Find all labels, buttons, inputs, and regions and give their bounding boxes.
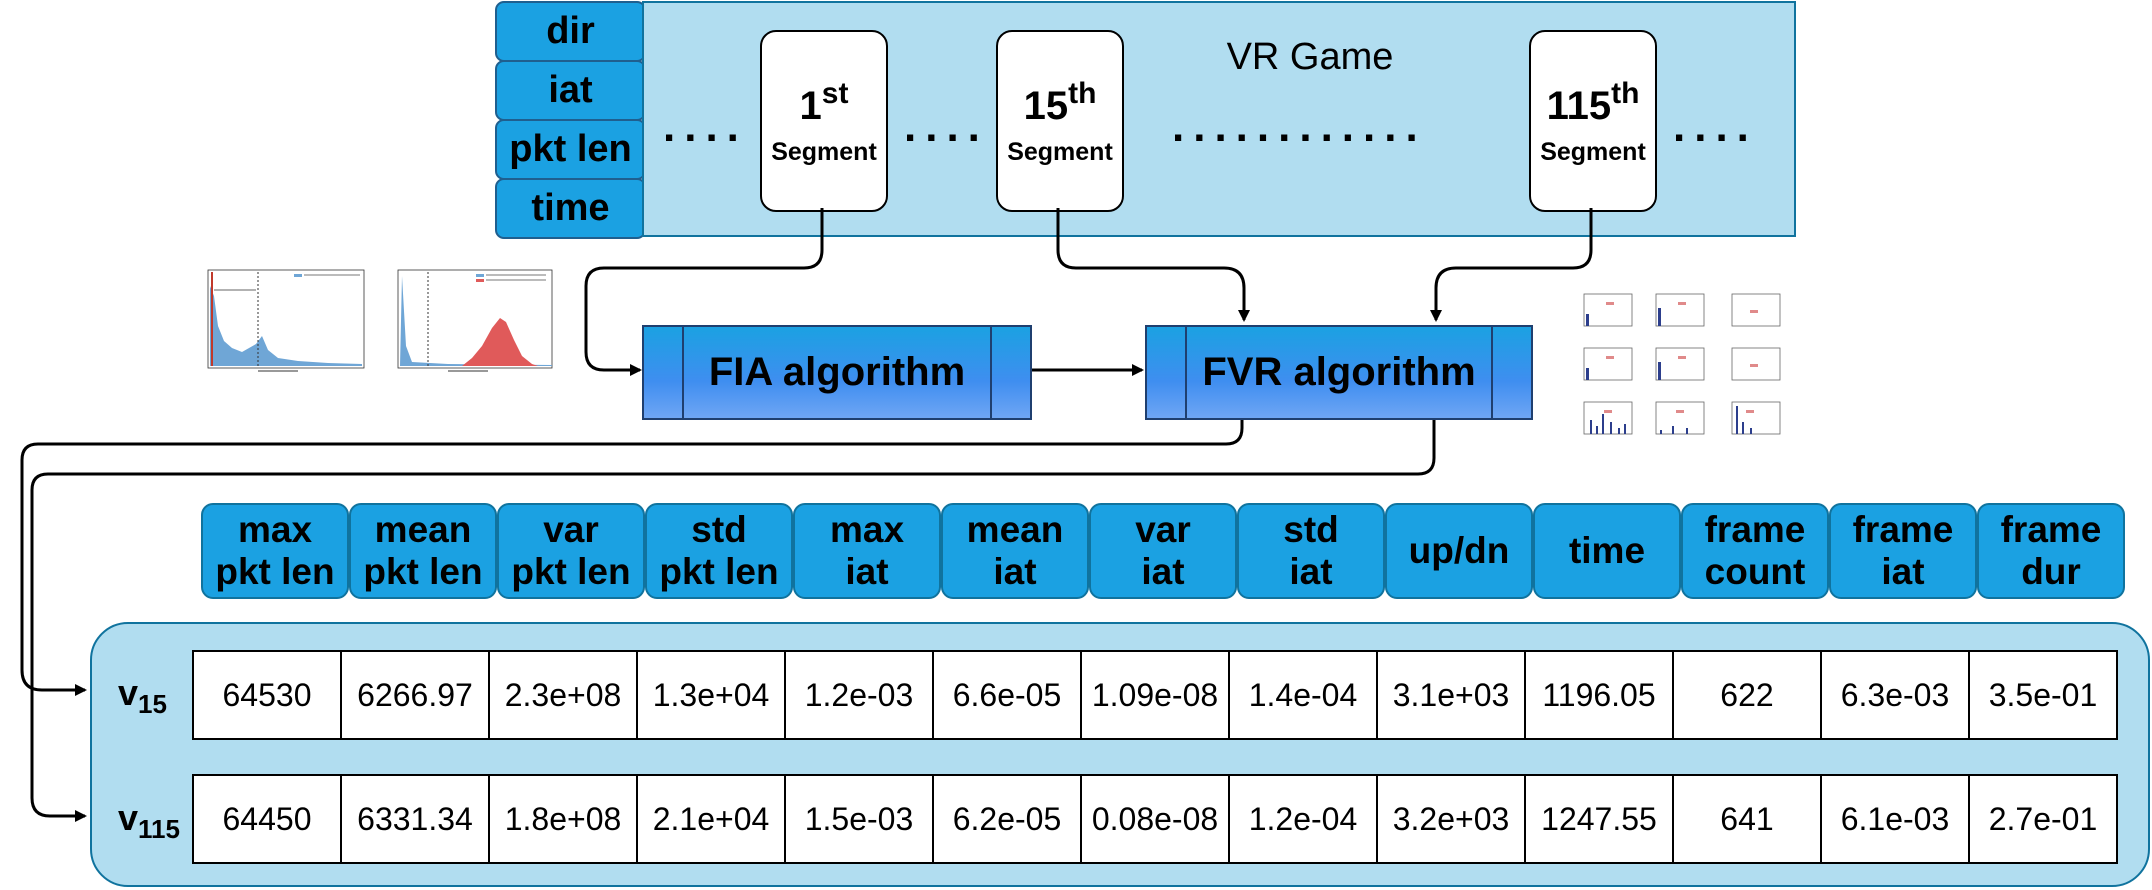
- vector-cell: 2.1e+04: [638, 774, 786, 864]
- vector-cell: 64530: [192, 650, 342, 740]
- segment-number: 115: [1546, 84, 1612, 128]
- segment-number: 15: [1023, 84, 1069, 128]
- vector-cell: 1.09e-08: [1082, 650, 1230, 740]
- header-frame-iat: frame iat: [1829, 503, 1977, 599]
- header-max-iat: max iat: [793, 503, 941, 599]
- fvr-algorithm-block: FVR algorithm: [1145, 325, 1533, 420]
- segment-dots: ....: [904, 102, 989, 151]
- vector-cell: 2.3e+08: [490, 650, 638, 740]
- header-var-pkt-len: var pkt len: [497, 503, 645, 599]
- arrow-segment1-to-fia: [584, 208, 824, 376]
- vr-game-title: VR Game: [1226, 36, 1394, 78]
- segment-dots: ....: [1673, 102, 1758, 151]
- vector-cell: 6266.97: [342, 650, 490, 740]
- vector-cell: 6.6e-05: [934, 650, 1082, 740]
- vector-cell: 1.5e-03: [786, 774, 934, 864]
- vector-cell: 1247.55: [1526, 774, 1674, 864]
- vector-cell: 1.4e-04: [1230, 650, 1378, 740]
- inter-arrival-time-pdf-thumbnail: [207, 269, 365, 372]
- vector-cell: 1196.05: [1526, 650, 1674, 740]
- arrow-fvr-to-v115: [30, 416, 1436, 822]
- fia-algorithm-block: FIA algorithm: [642, 325, 1032, 420]
- vector-cell: 6.3e-03: [1822, 650, 1970, 740]
- fia-algorithm-label: FIA algorithm: [708, 350, 966, 394]
- vector-cell: 622: [1674, 650, 1822, 740]
- vector-cell: 6.2e-05: [934, 774, 1082, 864]
- segment-number: 1: [799, 84, 822, 128]
- feature-tag-dir: dir: [495, 1, 646, 62]
- arrow-segment15-to-fvr: [1056, 208, 1250, 322]
- fvr-algorithm-label: FVR algorithm: [1202, 350, 1476, 394]
- vector-cell: 1.3e+04: [638, 650, 786, 740]
- packet-length-histogram-thumbnail: [397, 269, 553, 372]
- segment-15: 15th Segment: [996, 30, 1124, 212]
- vector-cell: 3.1e+03: [1378, 650, 1526, 740]
- arrow-segment115-to-fvr: [1430, 208, 1593, 322]
- feature-tag-pkt-len: pkt len: [495, 119, 646, 180]
- header-std-pkt-len: std pkt len: [645, 503, 793, 599]
- vector-cell: 2.7e-01: [1970, 774, 2118, 864]
- header-frame-count: frame count: [1681, 503, 1829, 599]
- vector-cell: 641: [1674, 774, 1822, 864]
- vector-cell: 0.08e-08: [1082, 774, 1230, 864]
- vector-row-v15: 64530 6266.97 2.3e+08 1.3e+04 1.2e-03 6.…: [192, 650, 2118, 740]
- header-mean-iat: mean iat: [941, 503, 1089, 599]
- vector-cell: 3.2e+03: [1378, 774, 1526, 864]
- segment-label: Segment: [771, 138, 877, 166]
- segment-dots: ............: [1172, 102, 1427, 151]
- header-time: time: [1533, 503, 1681, 599]
- vector-cell: 6.1e-03: [1822, 774, 1970, 864]
- segment-1: 1st Segment: [760, 30, 888, 212]
- segment-label: Segment: [1540, 138, 1646, 166]
- header-frame-dur: frame dur: [1977, 503, 2125, 599]
- vector-cell: 1.2e-04: [1230, 774, 1378, 864]
- vector-cell: 64450: [192, 774, 342, 864]
- segment-suffix: th: [1611, 77, 1640, 110]
- arrow-fvr-to-v15: [20, 416, 1244, 696]
- segment-115: 115th Segment: [1529, 30, 1657, 212]
- feature-distribution-grid-thumbnail: [1583, 293, 1781, 435]
- vector-label-v115: v115: [118, 797, 180, 845]
- vector-cell: 1.2e-03: [786, 650, 934, 740]
- segment-suffix: th: [1068, 77, 1097, 110]
- vector-cell: 6331.34: [342, 774, 490, 864]
- header-up-dn: up/dn: [1385, 503, 1533, 599]
- vector-label-v15: v15: [118, 672, 167, 720]
- feature-tag-time: time: [495, 178, 646, 239]
- vector-row-v115: 64450 6331.34 1.8e+08 2.1e+04 1.5e-03 6.…: [192, 774, 2118, 864]
- header-max-pkt-len: max pkt len: [201, 503, 349, 599]
- segment-dots: ....: [663, 102, 748, 151]
- vector-cell: 1.8e+08: [490, 774, 638, 864]
- vector-cell: 3.5e-01: [1970, 650, 2118, 740]
- header-std-iat: std iat: [1237, 503, 1385, 599]
- header-mean-pkt-len: mean pkt len: [349, 503, 497, 599]
- segment-suffix: st: [821, 77, 849, 110]
- header-var-iat: var iat: [1089, 503, 1237, 599]
- segment-label: Segment: [1007, 138, 1113, 166]
